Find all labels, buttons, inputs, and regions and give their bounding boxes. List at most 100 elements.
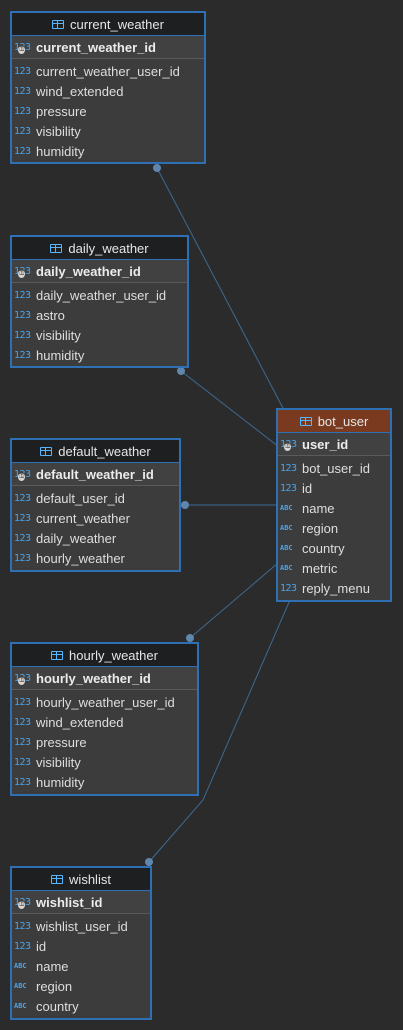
table-icon [299,416,312,426]
key-icon: ⚿ [284,442,291,451]
text-type-icon: ABC [14,982,27,990]
number-type-icon: 123 [280,482,297,494]
table-title: default_weather [58,443,151,459]
column-name: pressure [36,103,87,119]
column-name: bot_user_id [302,460,370,476]
number-type-icon: 123 [14,492,31,504]
column-row[interactable]: 123 pressure [12,732,197,752]
column-row[interactable]: 123 pressure [12,101,204,121]
table-header[interactable]: daily_weather [12,237,187,260]
column-name: wind_extended [36,83,124,99]
number-type-icon: 123 [14,125,31,137]
column-row[interactable]: ABC country [12,996,150,1016]
column-name: wishlist_id [36,894,103,910]
text-type-icon: ABC [280,524,293,532]
key-number-type-icon: 123⚿ [278,439,300,451]
primary-key-row[interactable]: 123⚿ hourly_weather_id [12,667,197,690]
table-default-weather[interactable]: default_weather 123⚿ default_weather_id … [10,438,181,572]
column-name: name [302,500,335,516]
number-type-icon: 123 [14,85,31,97]
column-name: reply_menu [302,580,370,596]
table-hourly-weather[interactable]: hourly_weather 123⚿ hourly_weather_id 12… [10,642,199,796]
table-current-weather[interactable]: current_weather 123⚿ current_weather_id … [10,11,206,164]
table-wishlist[interactable]: wishlist 123⚿ wishlist_id 123wishlist_us… [10,866,152,1020]
relation-wishlist-bot-user [148,599,291,863]
column-row[interactable]: ABC region [278,518,390,538]
column-row[interactable]: 123 reply_menu [278,578,390,598]
relation-dot-daily-weather [177,367,185,375]
column-name: country [36,998,79,1014]
column-name: default_weather_id [36,466,154,482]
column-name: pressure [36,734,87,750]
table-header[interactable]: wishlist [12,868,150,891]
primary-key-row[interactable]: 123⚿ current_weather_id [12,36,204,59]
column-name: wind_extended [36,714,124,730]
text-type-icon: ABC [14,962,27,970]
key-icon: ⚿ [18,269,25,278]
table-title: bot_user [317,413,369,429]
primary-key-row[interactable]: 123⚿ wishlist_id [12,891,150,914]
key-icon: ⚿ [18,676,25,685]
number-type-icon: 123 [14,512,31,524]
number-type-icon: 123 [14,756,31,768]
column-row[interactable]: 123 wind_extended [12,81,204,101]
table-header[interactable]: current_weather [12,13,204,36]
number-type-icon: 123 [14,736,31,748]
table-icon [52,19,65,29]
primary-key-row[interactable]: 123⚿ daily_weather_id [12,260,187,283]
column-name: country [302,540,345,556]
column-name: id [36,938,47,954]
number-type-icon: 123 [280,582,297,594]
column-name: hourly_weather_id [36,670,151,686]
table-icon [50,243,63,253]
table-header[interactable]: hourly_weather [12,644,197,667]
primary-key-row[interactable]: 123⚿ default_weather_id [12,463,179,486]
number-type-icon: 123 [14,552,31,564]
column-name: current_weather [36,510,130,526]
column-name: metric [302,560,338,576]
number-type-icon: 123 [14,532,31,544]
column-name: wishlist_user_id [36,918,128,934]
primary-key-row[interactable]: 123⚿ user_id [278,433,390,456]
column-row[interactable]: 123 current_weather [12,508,179,528]
column-name: hourly_weather_user_id [36,694,175,710]
table-icon [51,650,64,660]
table-title: current_weather [70,16,164,32]
table-header[interactable]: bot_user [278,410,390,433]
column-name: humidity [36,143,85,159]
number-type-icon: 123 [14,776,31,788]
column-name: region [302,520,339,536]
table-header[interactable]: default_weather [12,440,179,463]
number-type-icon: 123 [14,105,31,117]
table-daily-weather[interactable]: daily_weather 123⚿ daily_weather_id 123d… [10,235,189,368]
text-type-icon: ABC [14,1002,27,1010]
key-number-type-icon: 123⚿ [12,897,34,909]
key-icon: ⚿ [18,472,25,481]
